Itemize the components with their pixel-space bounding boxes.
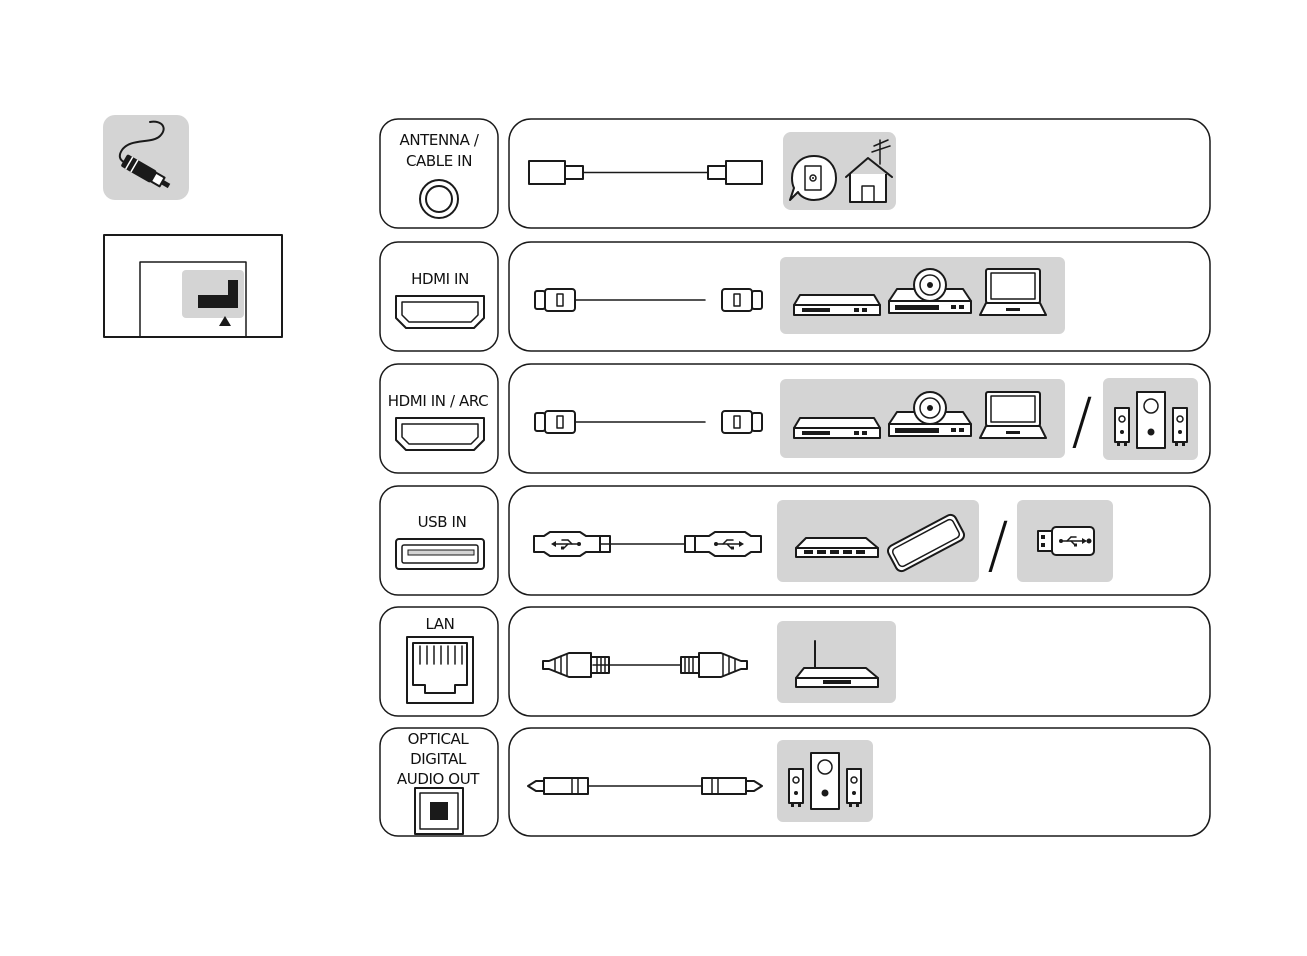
speakers-optical-icon (777, 740, 873, 822)
cable-icon (103, 115, 189, 200)
media-devices-arc-icon (780, 379, 1065, 458)
media-devices-icon (780, 257, 1065, 334)
usb-port-icon (396, 539, 484, 569)
row-hdmi: HDMI IN (380, 242, 1210, 351)
usb-flash-drive-icon (1017, 500, 1113, 582)
port-label-optical-2: DIGITAL (410, 750, 467, 768)
port-label-lan: LAN (426, 615, 455, 633)
port-label-antenna-2: CABLE IN (406, 152, 472, 170)
tv-back-panel-icon (104, 235, 282, 337)
row-hdmi-arc: HDMI IN / ARC / (380, 364, 1210, 473)
port-label-optical-1: OPTICAL (408, 730, 470, 748)
ethernet-port-icon (407, 637, 473, 703)
antenna-house-icon (783, 132, 896, 210)
row-usb: USB IN / (380, 486, 1210, 595)
port-label-usb: USB IN (418, 513, 467, 531)
port-label-hdmi: HDMI IN (411, 270, 469, 288)
usb-storage-devices-icon (777, 500, 979, 582)
row-antenna: ANTENNA / CABLE IN (380, 119, 1210, 228)
hdmi-arc-port-icon (396, 418, 484, 450)
separator-slash-usb: / (988, 508, 1009, 581)
optical-port-icon (415, 788, 463, 834)
port-label-hdmi-arc: HDMI IN / ARC (388, 392, 488, 410)
row-lan: LAN (380, 607, 1210, 716)
port-label-optical-3: AUDIO OUT (397, 770, 480, 788)
coaxial-port-icon (420, 180, 458, 218)
speakers-arc-icon (1103, 378, 1198, 460)
router-icon (777, 621, 896, 703)
row-optical: OPTICAL DIGITAL AUDIO OUT (380, 728, 1210, 836)
port-label-antenna-1: ANTENNA / (399, 131, 479, 149)
separator-slash-arc: / (1072, 384, 1093, 457)
hdmi-port-icon (396, 296, 484, 328)
